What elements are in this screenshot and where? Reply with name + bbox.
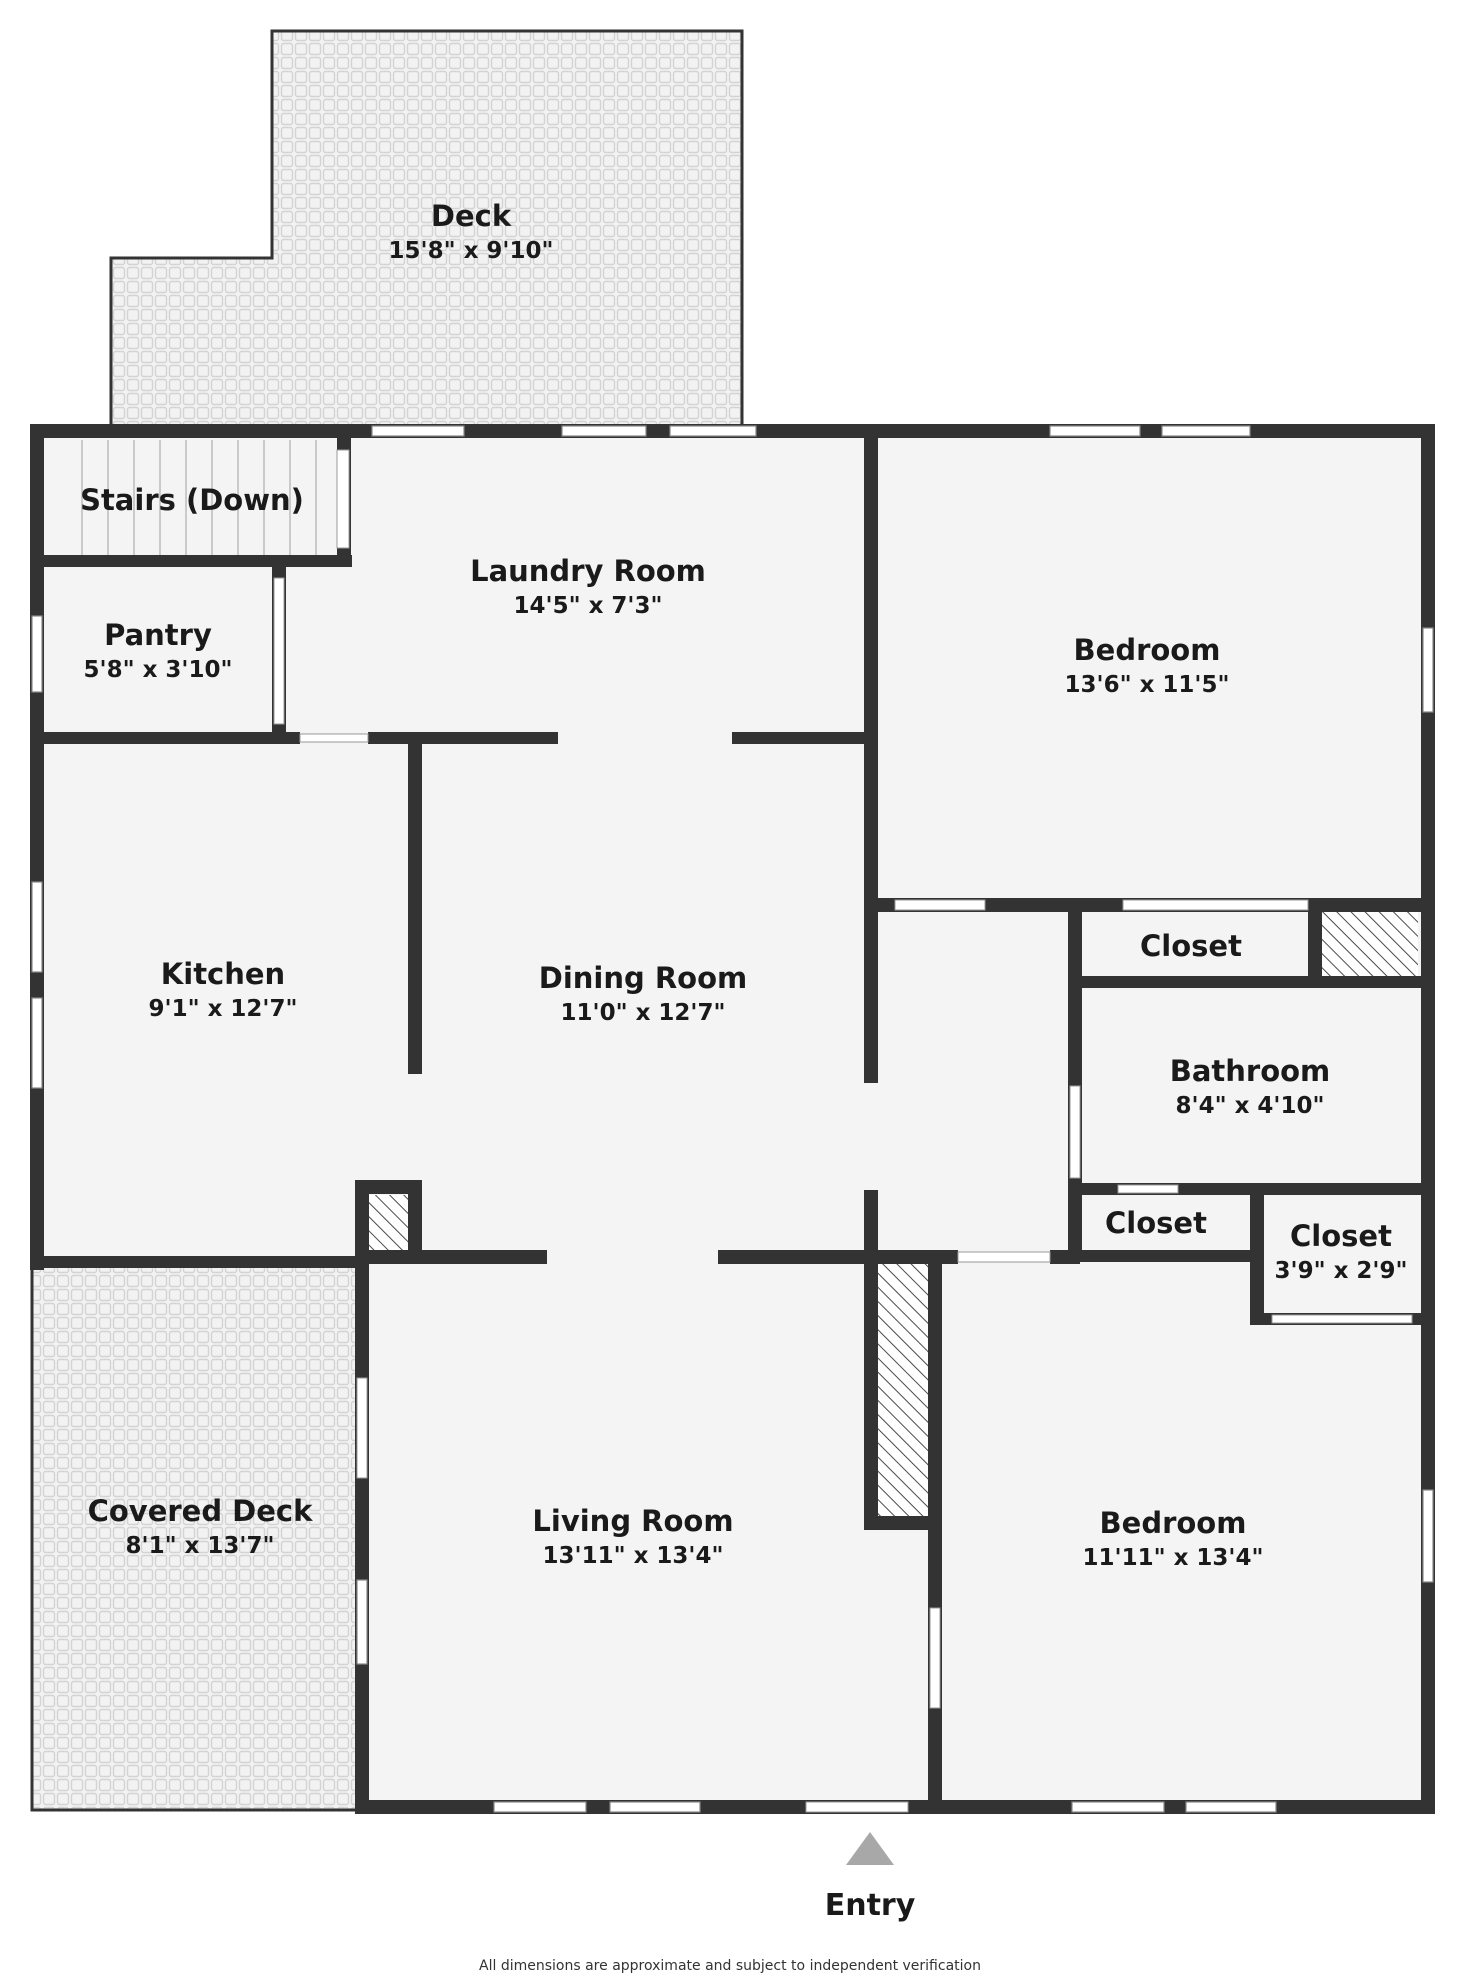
room-name-closet-c: Closet <box>1290 1219 1392 1253</box>
room-name-pantry: Pantry <box>104 618 212 652</box>
hatched-shaft-closet <box>1322 907 1418 979</box>
room-dims-bedroom-top: 13'6" x 11'5" <box>1065 672 1230 698</box>
room-name-closet-b: Closet <box>1105 1206 1207 1240</box>
room-name-covered-deck: Covered Deck <box>88 1494 314 1528</box>
room-name-closet-a: Closet <box>1140 929 1242 963</box>
door-openings <box>273 449 1413 1813</box>
entry-label: Entry <box>825 1888 916 1923</box>
interior-floor <box>32 429 1430 1810</box>
room-dims-dining: 11'0" x 12'7" <box>561 1000 726 1026</box>
room-dims-closet-c: 3'9" x 2'9" <box>1275 1258 1408 1284</box>
hatched-chimney <box>878 1263 928 1516</box>
room-dims-pantry: 5'8" x 3'10" <box>84 657 233 683</box>
room-name-living: Living Room <box>532 1504 733 1538</box>
entry-arrow-icon <box>846 1832 894 1865</box>
room-name-bedroom-bottom: Bedroom <box>1100 1506 1247 1540</box>
room-dims-laundry: 14'5" x 7'3" <box>514 593 663 619</box>
deck-area <box>109 29 744 430</box>
room-dims-bedroom-bottom: 11'11" x 13'4" <box>1083 1545 1264 1571</box>
room-name-dining: Dining Room <box>539 961 748 995</box>
disclaimer-text: All dimensions are approximate and subje… <box>479 1958 981 1974</box>
covered-deck-area <box>30 1261 364 1812</box>
stair-treads <box>81 440 317 560</box>
room-name-kitchen: Kitchen <box>161 957 285 991</box>
room-dims-living: 13'11" x 13'4" <box>543 1543 724 1569</box>
room-name-deck: Deck <box>431 199 512 233</box>
room-name-laundry: Laundry Room <box>470 554 706 588</box>
room-name-bathroom: Bathroom <box>1170 1054 1331 1088</box>
room-name-bedroom-top: Bedroom <box>1074 633 1221 667</box>
hatched-shaft-kitchen <box>368 1195 408 1253</box>
room-dims-kitchen: 9'1" x 12'7" <box>149 996 298 1022</box>
room-dims-bathroom: 8'4" x 4'10" <box>1176 1093 1325 1119</box>
room-dims-covered-deck: 8'1" x 13'7" <box>126 1533 275 1559</box>
room-dims-deck: 15'8" x 9'10" <box>389 238 554 264</box>
room-name-stairs: Stairs (Down) <box>80 483 304 517</box>
windows <box>31 425 1434 1813</box>
